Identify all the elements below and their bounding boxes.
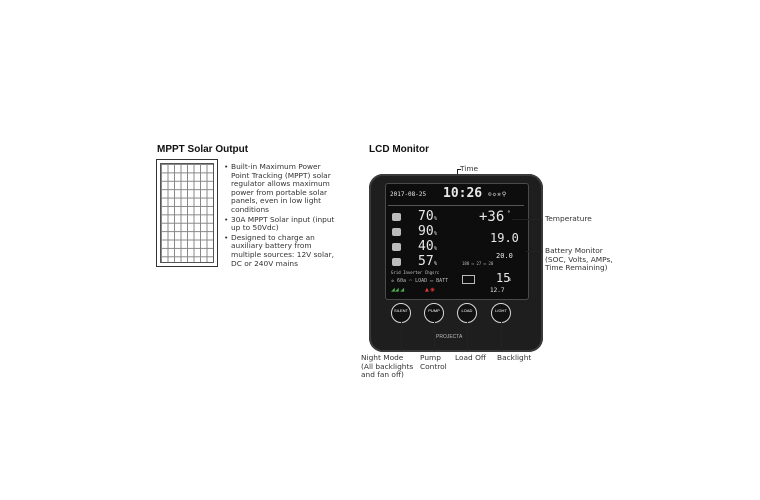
mppt-feature-item: Designed to charge an auxiliary battery … [224, 233, 336, 268]
status-grid-label: Grid [391, 270, 401, 275]
lcd-status-row: Grid Inverter Chgsrc [391, 270, 439, 275]
callout-night-mode: Night Mode (All backlights and fan off) [361, 353, 414, 380]
lcd-battery-time: 20.0 [496, 252, 513, 260]
lcd-divider [388, 205, 524, 206]
callout-line [457, 169, 461, 170]
callout-load-off: Load Off [455, 353, 486, 362]
light-button[interactable]: LIGHT [491, 303, 511, 323]
callout-backlight: Backlight [497, 353, 532, 362]
lcd-clock: 10:26 [443, 186, 483, 201]
silent-button[interactable]: SILENT [391, 303, 411, 323]
section-title-mppt: MPPT Solar Output [157, 144, 249, 155]
level-value: 40 [418, 239, 434, 254]
tank-icon [392, 228, 401, 236]
callout-line [434, 322, 435, 351]
level-unit: % [434, 261, 438, 267]
section-title-lcd: LCD Monitor [369, 144, 429, 155]
device-brand-logo: PROJECTA [436, 334, 463, 340]
callout-temperature: Temperature [545, 214, 592, 223]
level-unit: % [434, 246, 438, 252]
level-unit: % [434, 231, 438, 237]
mppt-feature-item: 30A MPPT Solar input (input up to 50Vdc) [224, 215, 336, 233]
thermometer-icon: ° [507, 210, 511, 217]
tank-icon [392, 258, 401, 266]
level-unit: % [434, 216, 438, 222]
status-chgsrc-label: Chgsrc [424, 270, 440, 275]
lcd-power-row: ✲ 60a ⌒ LOAD ▭ BATT [391, 278, 449, 284]
solar-panel-illustration [156, 159, 218, 267]
tank-icon [392, 213, 401, 221]
lcd-battery-amps: 15 [496, 271, 511, 285]
callout-line [526, 251, 542, 252]
callout-time: Time [460, 164, 479, 173]
lcd-screen [385, 183, 529, 300]
warning-icon: ▲ ◉ [425, 287, 435, 293]
lcd-temperature: +36 [479, 209, 505, 225]
level-unit: % [508, 277, 512, 283]
battery-icon [462, 275, 475, 284]
status-inverter-label: Inverter [403, 270, 423, 275]
lcd-sub-readout: 188 ▭ 27 ▭ 20 [462, 261, 494, 266]
tank-icon [392, 243, 401, 251]
callout-pump-control: Pump Control [420, 353, 447, 371]
mppt-feature-list: Built-in Maximum Power Point Tracking (M… [224, 162, 336, 269]
mppt-feature-item: Built-in Maximum Power Point Tracking (M… [224, 162, 336, 215]
pump-button[interactable]: PUMP [424, 303, 444, 323]
lcd-status-icons: ⊙◇✲⚲ [488, 191, 508, 198]
lcd-battery-volts: 12.7 [490, 287, 505, 294]
callout-line [401, 322, 402, 351]
callout-line [467, 322, 468, 351]
level-value: 90 [418, 224, 434, 239]
level-value: 70 [418, 209, 434, 224]
callout-battery-monitor: Battery Monitor (SOC, Volts, AMPs, Time … [545, 246, 613, 273]
lcd-battery-soc: 19.0 [490, 231, 519, 245]
callout-line [501, 322, 502, 351]
level-value: 57 [418, 254, 434, 269]
signal-icon: ◢◢ ◢ [391, 287, 405, 293]
lcd-date: 2017-08-25 [390, 191, 427, 198]
callout-line [512, 219, 542, 220]
load-button[interactable]: LOAD [457, 303, 477, 323]
